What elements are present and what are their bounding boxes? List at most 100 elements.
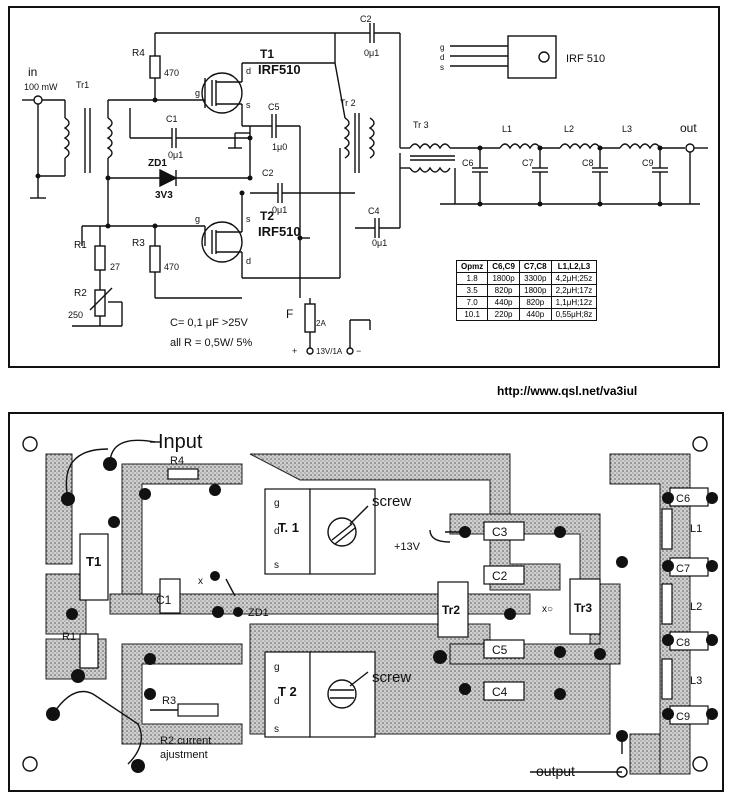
label-pcb-s2: s — [274, 724, 279, 735]
label-s1: s — [246, 100, 251, 110]
label-c1-value: 0μ1 — [168, 150, 183, 160]
label-pcb-t2-fet: T 2 — [278, 684, 297, 699]
label-pcb-l3: L3 — [690, 675, 702, 687]
label-pcb-l2: L2 — [690, 601, 702, 613]
table-cell: 2,2μH;17z — [550, 284, 598, 297]
pcb-drawing: Input output R4 T1 T. 1 T 2 screw screw … — [22, 431, 718, 779]
label-fuse: F — [286, 307, 293, 321]
label-r3-value: 470 — [164, 262, 179, 272]
label-c2-top-value: 0μ1 — [364, 48, 379, 58]
label-r4-value: 470 — [164, 68, 179, 78]
label-pcb-13v: +13V — [394, 541, 421, 553]
label-r4: R4 — [132, 48, 145, 59]
label-l2: L2 — [564, 124, 574, 134]
label-r1-value: 27 — [110, 262, 120, 272]
label-pcb-g1: g — [274, 498, 280, 509]
label-pcb-t1-fet: T. 1 — [278, 520, 299, 535]
source-url: http://www.qsl.net/va3iul — [497, 384, 638, 398]
label-pcb-t1: T1 — [86, 554, 101, 569]
table-cell: 220p — [487, 308, 520, 321]
table-cell: 1.8 — [455, 272, 489, 285]
label-zd1-value: 3V3 — [155, 190, 173, 201]
label-pkg-d: d — [440, 53, 444, 62]
table-row: 7.0 440p 820p 1,1μH;12z — [455, 296, 598, 309]
label-pcb-d1: d — [274, 526, 280, 537]
label-zd1: ZD1 — [148, 158, 167, 169]
table-cell: 4,2μH;25z — [550, 272, 598, 285]
label-s2: s — [246, 214, 251, 224]
label-c4-value: 0μ1 — [372, 238, 387, 248]
band-table-header-row: Opmz C6,C9 C7,C8 L1,L2,L3 — [455, 260, 598, 273]
label-pcb-l1: L1 — [690, 523, 702, 535]
table-cell: 7.0 — [455, 296, 489, 309]
schematic-panel: in 100 mW Tr1 R4 470 T1 IRF510 g d s C1 … — [8, 6, 720, 368]
label-c2-mid-value: 0μ1 — [272, 205, 287, 215]
table-row: 10.1 220p 440p 0,55μH;8z — [455, 308, 598, 321]
label-c5-value: 1μ0 — [272, 142, 287, 152]
table-cell: 3300p — [518, 272, 552, 285]
label-c2-top: C2 — [360, 14, 372, 24]
label-screw-2: screw — [372, 669, 411, 686]
label-minus: − — [356, 346, 361, 356]
label-pkg-s: s — [440, 63, 444, 72]
label-note-c: C= 0,1 μF >25V — [170, 317, 249, 329]
label-r2-value: 250 — [68, 310, 83, 320]
table-cell: 3.5 — [455, 284, 489, 297]
label-c9: C9 — [642, 158, 654, 168]
table-header: C6,C9 — [487, 260, 520, 273]
label-t1: T1 — [260, 47, 274, 61]
label-pcb-r4: R4 — [170, 455, 184, 467]
label-pcb-c7: C7 — [676, 563, 690, 575]
label-r3: R3 — [132, 238, 145, 249]
label-pcb-d2: d — [274, 696, 280, 707]
label-t2-part: IRF510 — [258, 224, 301, 239]
label-pcb-xo: x○ — [542, 604, 553, 615]
label-tr2: Tr 2 — [340, 98, 356, 108]
schematic-drawing: in 100 mW Tr1 R4 470 T1 IRF510 g d s C1 … — [22, 14, 708, 356]
label-l3: L3 — [622, 124, 632, 134]
label-pcb-c5: C5 — [492, 643, 508, 657]
pcb-panel: Input output R4 T1 T. 1 T 2 screw screw … — [8, 412, 724, 792]
table-cell: 0,55μH;8z — [550, 308, 598, 321]
table-cell: 1,1μH;12z — [550, 296, 598, 309]
table-header: Opmz — [455, 260, 489, 273]
label-pcb-c8: C8 — [676, 637, 690, 649]
label-pcb-c2: C2 — [492, 569, 508, 583]
label-t2: T2 — [260, 209, 274, 223]
table-row: 3.5 820p 1800p 2,2μH;17z — [455, 284, 598, 297]
band-table: Opmz C6,C9 C7,C8 L1,L2,L3 1.8 1800p 3300… — [455, 260, 598, 321]
label-out: out — [680, 121, 697, 135]
label-pcb-s1: s — [274, 560, 279, 571]
label-c1: C1 — [166, 114, 178, 124]
label-pcb-g2: g — [274, 662, 280, 673]
table-cell: 1800p — [518, 284, 552, 297]
label-pkg-g: g — [440, 43, 444, 52]
label-pcb-c4: C4 — [492, 685, 508, 699]
table-row: 1.8 1800p 3300p 4,2μH;25z — [455, 272, 598, 285]
label-l1: L1 — [502, 124, 512, 134]
label-note-r: all R = 0,5W/ 5% — [170, 337, 252, 349]
label-tr1: Tr1 — [76, 80, 89, 90]
label-supply: 13V/1A — [316, 347, 343, 356]
table-cell: 1800p — [487, 272, 520, 285]
label-plus: + — [292, 346, 297, 356]
label-pcb-tr3: Tr3 — [574, 601, 592, 615]
table-header: L1,L2,L3 — [550, 260, 598, 273]
table-cell: 820p — [487, 284, 520, 297]
label-pcb-r2b: ajustment — [160, 749, 208, 761]
label-output: output — [536, 763, 575, 779]
label-tr3: Tr 3 — [413, 120, 429, 130]
table-cell: 440p — [518, 308, 552, 321]
label-c6: C6 — [462, 158, 474, 168]
label-in: in — [28, 65, 37, 79]
label-d2: d — [246, 256, 251, 266]
label-c8: C8 — [582, 158, 594, 168]
label-pcb-c1: C1 — [156, 593, 172, 607]
label-d1: d — [246, 66, 251, 76]
label-pcb-c9: C9 — [676, 711, 690, 723]
label-c7: C7 — [522, 158, 534, 168]
table-cell: 10.1 — [455, 308, 489, 321]
label-g1: g — [195, 88, 200, 98]
label-t1-part: IRF510 — [258, 62, 301, 77]
label-pkg-part: IRF 510 — [566, 53, 605, 65]
